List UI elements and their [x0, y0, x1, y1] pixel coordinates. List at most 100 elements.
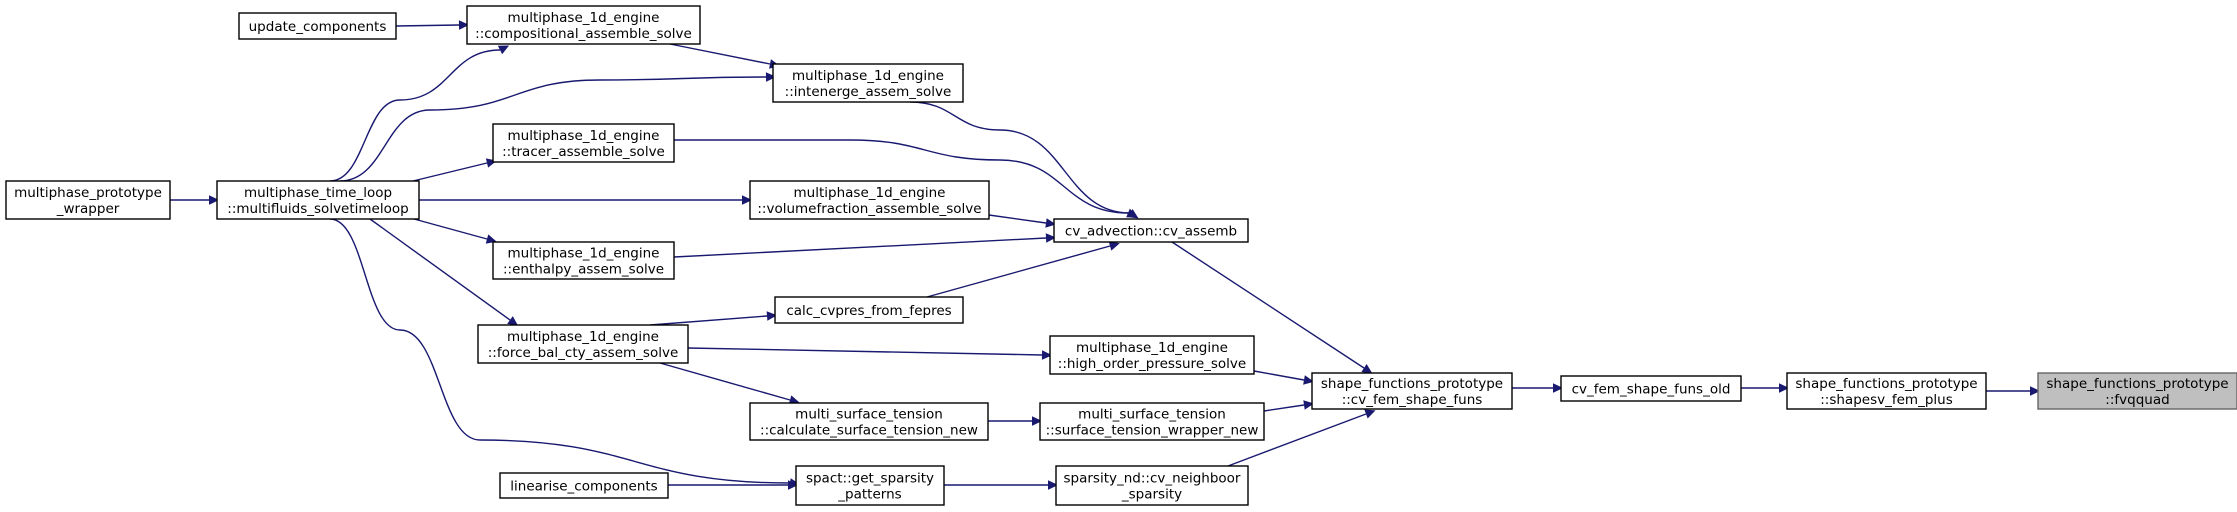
node-enthalpy-assem-solve[interactable]: multiphase_1d_engine::enthalpy_assem_sol…	[492, 241, 675, 280]
node-label: multiphase_1d_engine	[508, 10, 660, 26]
node-label: ::force_bal_cty_assem_solve	[488, 345, 679, 361]
node-compositional-assemble-solve[interactable]: multiphase_1d_engine::compositional_asse…	[466, 5, 701, 45]
edge-cv_neighboor_sparsity-to-cv_fem_shape_funs	[1227, 409, 1376, 467]
node-cv-neighboor-sparsity[interactable]: sparsity_nd::cv_neighboor_sparsity	[1055, 465, 1249, 506]
arrowhead-icon	[1779, 383, 1790, 393]
edge-line	[395, 24, 460, 27]
edge-update_components-to-compositional_assemble_solve	[395, 20, 470, 30]
node-tracer-assemble-solve[interactable]: multiphase_1d_engine::tracer_assemble_so…	[492, 123, 675, 163]
node-linearise-components[interactable]: linearise_components	[499, 472, 669, 499]
node-shapesv-fem-plus[interactable]: shape_functions_prototype::shapesv_fem_p…	[1786, 372, 1987, 410]
edge-get_sparsity_patterns-to-cv_neighboor_sparsity	[944, 480, 1059, 490]
edge-line	[1227, 413, 1367, 467]
node-box	[1055, 465, 1249, 506]
node-calculate-surface-tension-new[interactable]: multi_surface_tension::calculate_surface…	[749, 402, 989, 441]
node-box	[477, 324, 689, 364]
arrowhead-icon	[1303, 400, 1315, 410]
arrowhead-icon	[2030, 386, 2041, 396]
node-box	[1311, 372, 1513, 410]
node-label: ::multifluids_solvetimeloop	[227, 201, 408, 217]
node-box	[749, 180, 990, 220]
node-label: multi_surface_tension	[795, 407, 943, 423]
edge-force_bal_cty_assem_solve-to-high_order_pressure_solve	[687, 347, 1053, 360]
node-cv-assemb[interactable]: cv_advection::cv_assemb	[1053, 218, 1249, 243]
node-label: spact::get_sparsity	[806, 471, 934, 487]
arrowhead-icon	[485, 234, 497, 244]
edge-line	[1171, 241, 1365, 369]
node-box	[1560, 375, 1742, 402]
arrowhead-icon	[1108, 241, 1120, 251]
edge-volumefraction_assemble_solve-to-cv_assemb	[988, 214, 1057, 228]
node-box	[774, 296, 964, 324]
edge-multifluids_solvetimeloop-to-tracer_assemble_solve	[412, 158, 497, 182]
arrowhead-icon	[788, 480, 799, 490]
node-box	[749, 402, 989, 441]
node-box	[5, 180, 171, 220]
node-box	[1786, 372, 1987, 410]
edge-compositional_assemble_solve-to-intenerge_assem_solve	[669, 43, 780, 69]
edge-line	[329, 218, 791, 484]
node-label: multiphase_1d_engine	[508, 246, 660, 262]
arrowhead-icon	[1126, 208, 1138, 218]
node-label: shape_functions_prototype	[1795, 376, 1977, 392]
node-label: ::surface_tension_wrapper_new	[1046, 423, 1259, 439]
edge-line	[413, 218, 488, 240]
arrowhead-icon	[497, 45, 510, 55]
edge-line	[673, 237, 1047, 258]
edge-cv_assemb-to-cv_fem_shape_funs	[1171, 241, 1373, 374]
node-high-order-pressure-solve[interactable]: multiphase_1d_engine::high_order_pressur…	[1049, 335, 1255, 375]
arrowhead-icon	[1364, 409, 1376, 419]
arrowhead-icon	[742, 195, 753, 205]
edge-line	[669, 43, 771, 65]
edge-line	[659, 362, 791, 401]
node-multiphase-prototype-wrapper[interactable]: multiphase_prototype_wrapper	[5, 180, 171, 220]
node-update-components[interactable]: update_components	[238, 12, 397, 40]
edge-linearise_components-to-get_sparsity_patterns	[668, 480, 799, 490]
edge-line	[674, 139, 1129, 214]
node-label: shape_functions_prototype	[1321, 376, 1503, 392]
node-label: ::volumefraction_assemble_solve	[757, 201, 981, 217]
node-box	[466, 5, 701, 45]
node-multifluids-solvetimeloop[interactable]: multiphase_time_loop::multifluids_solvet…	[216, 180, 420, 220]
edge-multifluids_solvetimeloop-to-enthalpy_assem_solve	[413, 218, 497, 244]
arrowhead-icon	[1041, 350, 1053, 360]
node-label: ::fvqquad	[2105, 392, 2169, 408]
node-label: sparsity_nd::cv_neighboor	[1063, 471, 1240, 487]
node-label: linearise_components	[510, 479, 657, 495]
edge-line	[412, 162, 488, 182]
edge-surface_tension_wrapper_new-to-cv_fem_shape_funs	[1263, 400, 1315, 412]
node-cv-fem-shape-funs-old[interactable]: cv_fem_shape_funs_old	[1560, 375, 1742, 402]
edge-line	[687, 347, 1043, 356]
node-label: multiphase_prototype	[14, 185, 162, 201]
node-box	[1039, 402, 1265, 441]
node-label: cv_advection::cv_assemb	[1065, 224, 1237, 240]
arrowhead-icon	[507, 316, 519, 326]
node-get-sparsity-patterns[interactable]: spact::get_sparsity_patterns	[795, 465, 945, 506]
node-volumefraction-assemble-solve[interactable]: multiphase_1d_engine::volumefraction_ass…	[749, 180, 990, 220]
node-surface-tension-wrapper-new[interactable]: multi_surface_tension::surface_tension_w…	[1039, 402, 1265, 441]
node-intenerge-assem-solve[interactable]: multiphase_1d_engine::intenerge_assem_so…	[772, 63, 964, 103]
edge-multifluids_solvetimeloop-to-volumefraction_assemble_solve	[419, 195, 753, 205]
node-box	[2037, 372, 2237, 410]
edge-line	[988, 214, 1047, 224]
edge-line	[926, 245, 1111, 298]
node-label: calc_cvpres_from_fepres	[786, 303, 951, 319]
node-box	[492, 123, 675, 163]
edge-cv_fem_shape_funs_old-to-shapesv_fem_plus	[1741, 383, 1790, 393]
node-force-bal-cty-assem-solve[interactable]: multiphase_1d_engine::force_bal_cty_asse…	[477, 324, 689, 364]
node-box	[1053, 218, 1249, 243]
edge-tracer_assemble_solve-to-cv_assemb	[674, 139, 1138, 218]
edge-multifluids_solvetimeloop-to-intenerge_assem_solve	[339, 72, 777, 182]
edge-line	[909, 101, 1131, 214]
node-calc-cvpres-from-fepres[interactable]: calc_cvpres_from_fepres	[774, 296, 964, 324]
node-cv-fem-shape-funs[interactable]: shape_functions_prototype::cv_fem_shape_…	[1311, 372, 1513, 410]
node-label: multiphase_1d_engine	[508, 128, 660, 144]
node-label: _patterns	[837, 487, 901, 503]
arrowhead-icon	[1048, 480, 1059, 490]
edge-line	[339, 76, 767, 182]
edge-line	[1253, 370, 1305, 381]
arrowhead-icon	[1045, 218, 1057, 228]
node-label: ::high_order_pressure_solve	[1058, 356, 1246, 372]
arrowhead-icon	[209, 195, 220, 205]
node-label: _sparsity	[1121, 487, 1182, 503]
